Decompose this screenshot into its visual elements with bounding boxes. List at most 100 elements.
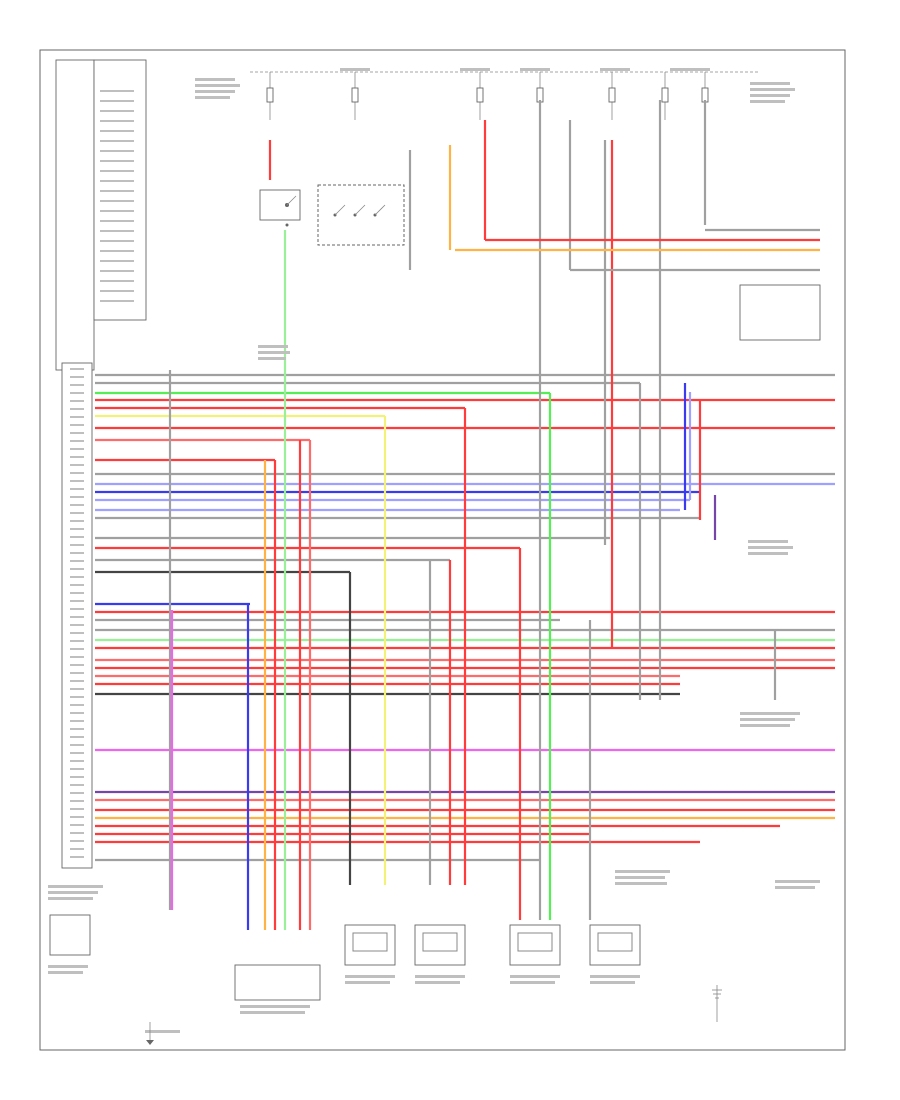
illegible-label — [740, 712, 800, 715]
ecm-pin-label — [70, 768, 84, 770]
ecm-pin-label — [70, 696, 84, 698]
meter-pin-label — [100, 90, 134, 92]
ecm-pin-label — [70, 824, 84, 826]
ecm-pin-label — [70, 520, 84, 522]
meter-pin-label — [100, 170, 134, 172]
illegible-label — [345, 981, 390, 984]
illegible-label — [615, 870, 670, 873]
illegible-label — [750, 82, 790, 85]
ecm-pin-label — [70, 592, 84, 594]
ecm-pin-label — [70, 560, 84, 562]
illegible-label — [48, 891, 98, 894]
ecm-pin-label — [70, 664, 84, 666]
ecm-pin-label — [70, 400, 84, 402]
sensor-body-3 — [517, 932, 553, 952]
ecm-pin-label — [70, 760, 84, 762]
right-relay-block — [739, 284, 821, 341]
park-neutral-position-switch — [317, 184, 405, 246]
ecm-pin-label — [70, 568, 84, 570]
illegible-label — [590, 975, 640, 978]
illegible-label — [748, 546, 793, 549]
ecm-pin-label — [70, 808, 84, 810]
illegible-label — [460, 68, 490, 71]
illegible-label — [615, 882, 667, 885]
illegible-label — [145, 1030, 180, 1033]
illegible-label — [195, 96, 230, 99]
ecm-pin-label — [70, 464, 84, 466]
ecm-pin-label — [70, 744, 84, 746]
illegible-label — [195, 84, 240, 87]
ecm-pin-label — [70, 672, 84, 674]
illegible-label — [258, 357, 286, 360]
ecm-pin-label — [70, 416, 84, 418]
illegible-label — [48, 965, 88, 968]
illegible-label — [750, 94, 790, 97]
stop-light-switch — [259, 189, 301, 227]
meter-pin-label — [100, 270, 134, 272]
illegible-label — [670, 68, 710, 71]
illegible-label — [590, 981, 635, 984]
ecm-pin-label — [70, 504, 84, 506]
diagram-frame — [39, 49, 846, 1051]
ecm-pin-label — [70, 408, 84, 410]
unreadable-label-marks — [48, 68, 820, 1033]
illegible-label — [510, 981, 555, 984]
meter-pin-label — [100, 120, 134, 122]
ecm-pin-label — [70, 784, 84, 786]
ecm-pin-label — [70, 752, 84, 754]
ecm-pin-label — [70, 728, 84, 730]
meter-pin-label — [100, 150, 134, 152]
ecm-pin-label — [70, 528, 84, 530]
wheel-speed-sensor-1 — [344, 924, 396, 966]
meter-pin-label — [100, 240, 134, 242]
ecm-pin-label — [70, 376, 84, 378]
illegible-label — [748, 552, 788, 555]
ecm-pin-label — [70, 840, 84, 842]
illegible-label — [240, 1011, 305, 1014]
meter-pin-label — [100, 230, 134, 232]
ecm-pin-label — [70, 600, 84, 602]
ecm-pin-label — [70, 712, 84, 714]
ecm-pin-label — [70, 448, 84, 450]
illegible-label — [258, 351, 290, 354]
ecm-pin-label — [70, 392, 84, 394]
meter-pin-label — [100, 280, 134, 282]
fuse-7 — [701, 87, 709, 103]
ecm-pin-label — [70, 496, 84, 498]
ecm-pin-label — [70, 384, 84, 386]
combination-meter — [93, 59, 147, 321]
illegible-label — [48, 897, 93, 900]
illegible-label — [340, 68, 370, 71]
ecm-pin-label — [70, 624, 84, 626]
fuse-2 — [351, 87, 359, 103]
fuse-6 — [661, 87, 669, 103]
illegible-label — [775, 886, 815, 889]
ecm-pin-label — [70, 608, 84, 610]
ecm-pin-label — [70, 656, 84, 658]
ecm-pin-label — [70, 792, 84, 794]
meter-pin-label — [100, 100, 134, 102]
illegible-label — [415, 975, 465, 978]
bottom-components — [49, 914, 641, 1001]
illegible-label — [195, 78, 235, 81]
fuse-4 — [536, 87, 544, 103]
meter-pin-label — [100, 190, 134, 192]
pressure-switch — [49, 914, 91, 956]
abs-actuator-connector — [234, 964, 321, 1001]
meter-pin-label — [100, 290, 134, 292]
illegible-label — [775, 880, 820, 883]
illegible-label — [48, 971, 83, 974]
fuse-1 — [266, 87, 274, 103]
meter-pin-label — [100, 210, 134, 212]
fuse-5 — [608, 87, 616, 103]
ecm-pin-label — [70, 512, 84, 514]
meter-pin-label — [100, 200, 134, 202]
ecm-pin-label — [70, 632, 84, 634]
ecm-pin-label — [70, 856, 84, 858]
ecm-pin-label — [70, 432, 84, 434]
illegible-label — [48, 885, 103, 888]
engine-control-module — [55, 59, 95, 869]
illegible-label — [750, 88, 795, 91]
ecm-pin-label — [70, 552, 84, 554]
ecm-pin-label — [70, 816, 84, 818]
